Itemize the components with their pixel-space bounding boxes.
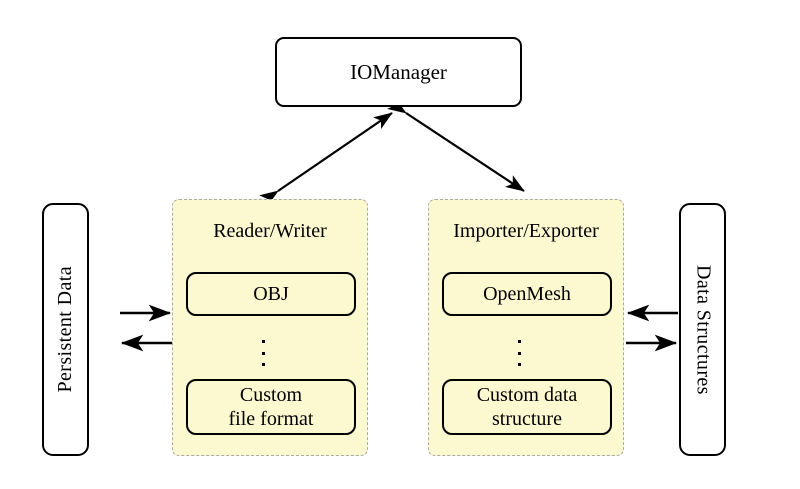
connector-manager-importer-exporter — [387, 97, 525, 192]
data-structures-label: Data Structures — [692, 264, 715, 395]
ellipsis-reader-writer — [261, 340, 265, 366]
group-reader-writer: Reader/Writer OBJ Custom file format — [172, 199, 368, 456]
iomanager-node[interactable]: IOManager — [275, 37, 522, 107]
box-openmesh[interactable]: OpenMesh — [442, 272, 612, 316]
persistent-data-node[interactable]: Persistent Data — [42, 203, 89, 456]
group-importer-exporter: Importer/Exporter OpenMesh Custom data s… — [428, 199, 624, 456]
ellipsis-importer-exporter — [517, 340, 521, 366]
box-custom-file-format-line2: file format — [228, 408, 314, 430]
box-obj-label: OBJ — [253, 282, 289, 305]
box-custom-data-structure[interactable]: Custom data structure — [442, 379, 612, 435]
box-custom-data-structure-line1: Custom data — [476, 383, 578, 406]
persistent-data-label: Persistent Data — [53, 266, 76, 393]
iomanager-label: IOManager — [350, 59, 447, 84]
box-openmesh-label: OpenMesh — [483, 282, 571, 305]
box-custom-file-format[interactable]: Custom file format — [186, 379, 356, 435]
box-custom-file-format-line1: Custom — [239, 383, 303, 406]
group-reader-writer-title: Reader/Writer — [213, 220, 327, 242]
group-importer-exporter-title: Importer/Exporter — [453, 220, 599, 242]
box-custom-data-structure-line2: structure — [492, 408, 562, 430]
box-obj[interactable]: OBJ — [186, 272, 356, 316]
data-structures-node[interactable]: Data Structures — [679, 203, 726, 456]
connector-manager-reader-writer — [259, 112, 393, 207]
